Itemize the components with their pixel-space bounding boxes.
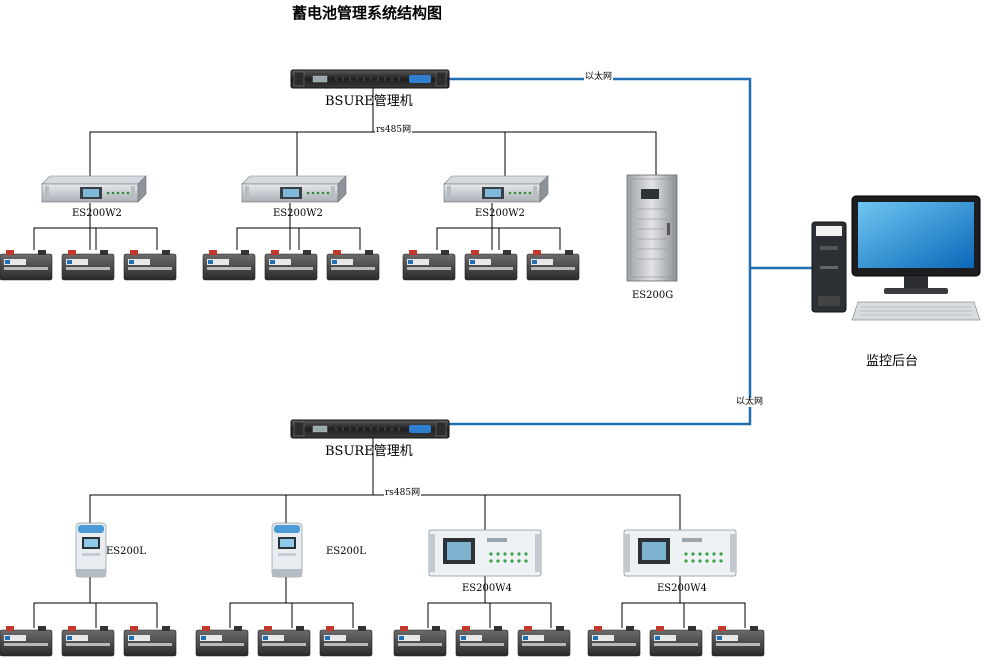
ethernet-line-right	[449, 77, 752, 426]
battery-icon	[123, 626, 177, 657]
rack-server-icon	[290, 69, 450, 89]
battery-icon	[326, 250, 380, 281]
battery-icon	[202, 250, 256, 281]
lower-device-label-3: ES200W4	[462, 583, 512, 594]
battery-icon	[587, 626, 641, 657]
lower-rs485-label: rs485网	[384, 488, 422, 498]
diagram-title: 蓄电池管理系统结构图	[292, 4, 443, 22]
device-icons	[0, 69, 981, 657]
lower-es200l-unit-2	[271, 522, 303, 578]
upper-device-label-3: ES200W2	[475, 208, 525, 219]
lower-ethernet-label: 以太网	[735, 397, 765, 407]
battery-icon	[195, 626, 249, 657]
upper-rs485-bus	[89, 131, 657, 175]
battery-icon	[517, 626, 571, 657]
battery-icon	[649, 626, 703, 657]
upper-device-label-4: ES200G	[632, 290, 674, 301]
upper-manager-label: BSURE管理机	[325, 94, 413, 109]
upper-device-label-2: ES200W2	[273, 208, 323, 219]
upper-ethernet-label: 以太网	[584, 72, 614, 82]
battery-icon	[257, 626, 311, 657]
battery-icon	[393, 626, 447, 657]
monitor-label: 监控后台	[866, 354, 919, 369]
battery-icon	[319, 626, 373, 657]
battery-icon	[455, 626, 509, 657]
battery-icon	[264, 250, 318, 281]
battery-icon	[464, 250, 518, 281]
lower-rs485-bus	[89, 494, 681, 530]
desktop-computer-icon	[811, 195, 981, 321]
upper-es200w2-unit-3	[443, 175, 549, 203]
upper-es200w2-unit-1	[41, 175, 147, 203]
battery-icon	[123, 250, 177, 281]
battery-icon	[61, 626, 115, 657]
battery-icon	[61, 250, 115, 281]
upper-rs485-label: rs485网	[375, 125, 413, 135]
battery-icon	[526, 250, 580, 281]
rack-server-icon	[290, 419, 450, 439]
upper-device-label-1: ES200W2	[72, 208, 122, 219]
lower-device-label-4: ES200W4	[657, 583, 707, 594]
lower-manager-label: BSURE管理机	[325, 444, 413, 459]
battery-icon	[0, 626, 53, 657]
lower-es200w4-unit-1	[428, 529, 542, 577]
lower-device-label-2: ES200L	[326, 546, 366, 557]
lower-device-label-1: ES200L	[106, 546, 146, 557]
battery-icon	[402, 250, 456, 281]
battery-icon	[711, 626, 765, 657]
lower-es200w4-unit-2	[623, 529, 737, 577]
battery-icon	[0, 250, 53, 281]
es200g-cabinet	[626, 174, 678, 282]
upper-es200w2-unit-2	[241, 175, 347, 203]
lower-es200l-unit-1	[75, 522, 107, 578]
